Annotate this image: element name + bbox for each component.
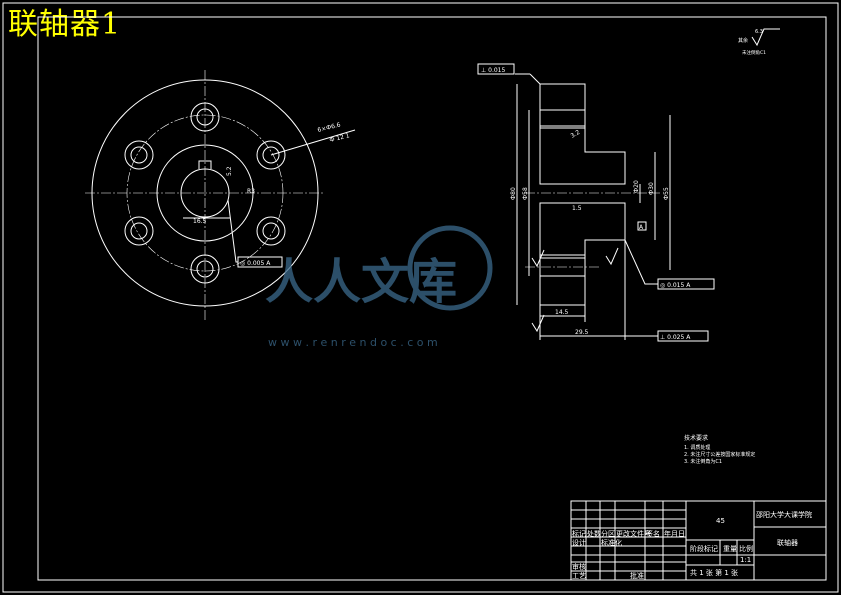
tb-stage: 阶段标记 xyxy=(690,544,718,553)
watermark-brand: 人人文库 xyxy=(265,254,457,310)
tb-h-count: 处数 xyxy=(587,529,601,538)
dim-29-5: 29.5 xyxy=(575,329,589,336)
tol-frame-front xyxy=(237,256,283,268)
keyway xyxy=(198,160,212,169)
dim-keyway-t: 5.2 xyxy=(226,166,233,176)
tb-h-docno: 更改文件号 xyxy=(616,529,651,538)
tb-row-design: 设计 xyxy=(572,538,586,547)
inner-border xyxy=(37,16,827,581)
watermark-url: w w w . r e n r e n d o c . c o m xyxy=(268,336,438,349)
tb-standardize: 标准化 xyxy=(601,538,622,547)
tb-weight: 重量 xyxy=(723,545,737,553)
tb-scale: 1:1 xyxy=(740,556,751,564)
tb-h-zone: 分区 xyxy=(601,529,615,538)
tb-row-review: 审核 xyxy=(572,562,586,571)
tol-bottom: ⊥ 0.025 A xyxy=(660,334,691,341)
bolt-holes xyxy=(124,102,286,284)
title-block: 标记 处数 分区 更改文件号 签名 年月日 设计 标准化 审核 工艺 批准 45… xyxy=(570,500,827,581)
tb-material: 45 xyxy=(716,517,725,525)
front-view: 6×Ф6.6 Ф 12 1 16.5 5.2 R3 ◎ 0.005 A xyxy=(85,70,356,320)
roughness-note: 6.3 其余 未注倒角C1 xyxy=(738,28,780,56)
tol-right: ◎ 0.015 A xyxy=(660,282,691,289)
dim-pcd: Ф 12 1 xyxy=(329,132,351,144)
tb-row-process: 工艺 xyxy=(572,572,586,580)
section-view: ⊥ 0.015 Ф80 Ф58 Ф30 Ф55 Ф20 1.5 3.2 14.5… xyxy=(477,63,715,342)
drawing-title: 联轴器1 xyxy=(8,7,122,42)
dim-d55: Ф55 xyxy=(663,187,670,200)
dim-d80: Ф80 xyxy=(510,187,517,200)
tol-top: ⊥ 0.015 xyxy=(481,67,505,74)
dim-radius: R3 xyxy=(247,188,255,195)
tb-h-sign: 签名 xyxy=(646,529,660,538)
datum: A xyxy=(639,224,644,231)
dim-keyway-w: 16.5 xyxy=(193,218,207,225)
tb-h-mark: 标记 xyxy=(572,529,586,538)
tb-ratio: 比例 xyxy=(739,544,753,553)
dim-d20: Ф20 xyxy=(633,180,640,193)
tb-approve: 批准 xyxy=(630,571,644,580)
tb-part-name: 联轴器 xyxy=(777,538,798,547)
dim-d30: Ф30 xyxy=(648,182,655,195)
roughness-prefix: 其余 xyxy=(738,37,748,44)
tech-line-3: 3. 未注倒角为C1 xyxy=(684,458,722,465)
tech-notes: 技术要求 1. 调质处理 2. 未注尺寸公差按国家标准规定 3. 未注倒角为C1 xyxy=(684,434,755,465)
tb-h-date: 年月日 xyxy=(664,529,685,538)
tol-front: ◎ 0.005 A xyxy=(240,260,271,267)
tb-school: 邵阳大学大课学院 xyxy=(756,510,812,519)
roughness-value: 6.3 xyxy=(755,29,763,35)
dim-1-5: 1.5 xyxy=(572,205,582,212)
tech-line-1: 1. 调质处理 xyxy=(684,444,710,451)
dim-holes: 6×Ф6.6 xyxy=(317,121,342,134)
dim-d58: Ф58 xyxy=(522,187,529,200)
dim-14-5: 14.5 xyxy=(555,309,569,316)
tech-line-2: 2. 未注尺寸公差按国家标准规定 xyxy=(684,451,755,458)
tb-sheet: 共 1 张 第 1 张 xyxy=(690,568,738,577)
roughness-remark: 未注倒角C1 xyxy=(742,49,766,56)
tech-heading: 技术要求 xyxy=(684,434,708,442)
dim-chamfer: 3.2 xyxy=(570,129,582,140)
watermark: 人人文库 w w w . r e n r e n d o c . c o m xyxy=(265,225,493,349)
